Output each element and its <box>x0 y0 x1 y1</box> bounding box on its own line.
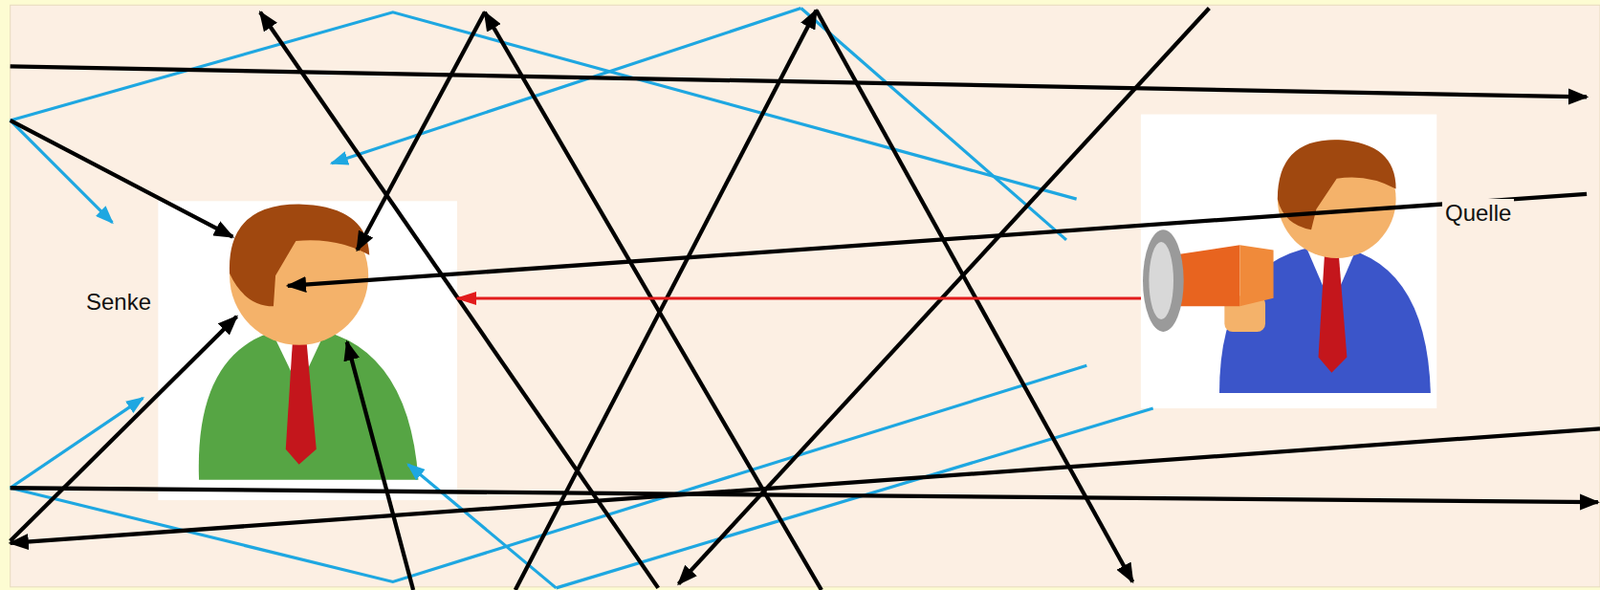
person-label: Senke <box>83 287 154 318</box>
direct-sound-arrow <box>457 297 1141 301</box>
person-label: Quelle <box>1442 198 1514 229</box>
person-box: Quelle <box>1140 114 1437 409</box>
person-box: Senke <box>157 200 458 501</box>
